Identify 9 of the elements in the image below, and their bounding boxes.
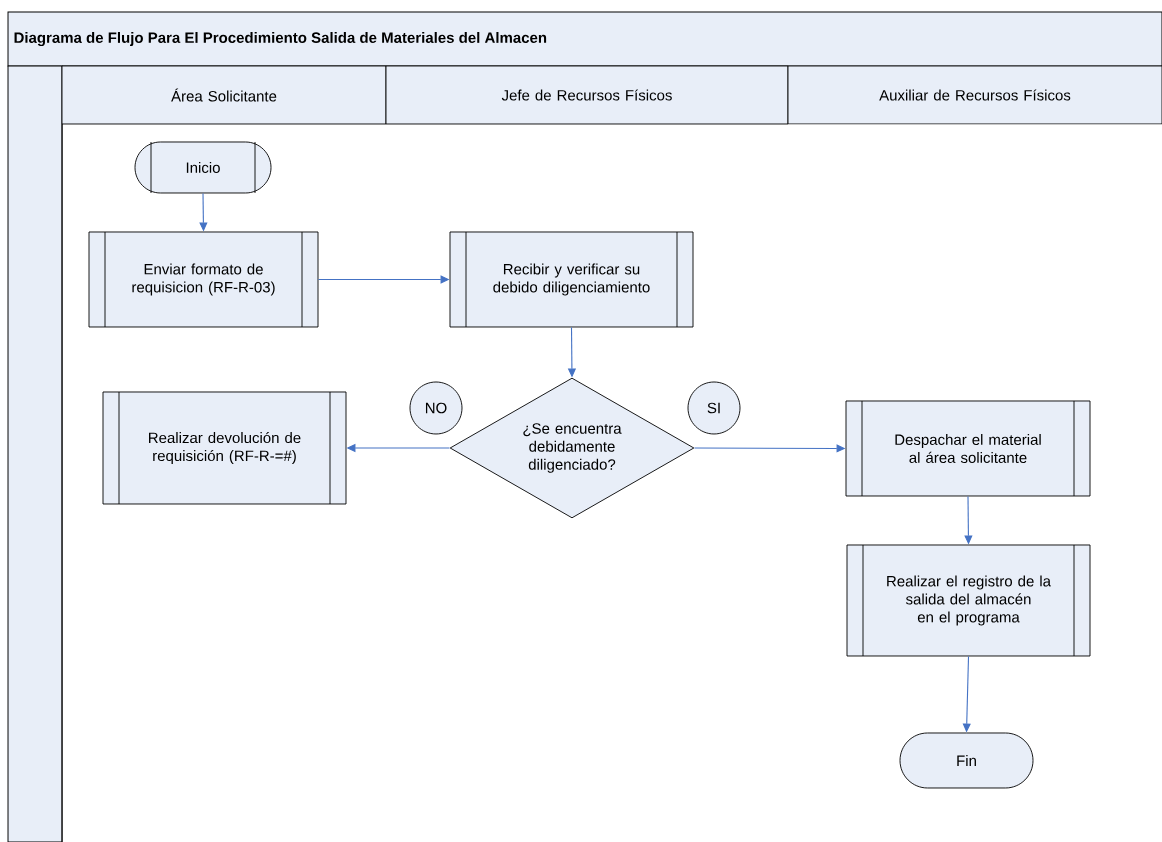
lane-header: Área Solicitante [61,65,387,125]
process-box: Recibir y verificar su debido diligenciamiento [449,231,694,328]
lane-header: Auxiliar de Recursos Físicos [787,65,1162,125]
process-box: Enviar formato de requisicion (RF-R-03) [88,231,319,328]
diagram-title: Diagrama de Flujo Para El Procedimiento Salida de Materiales del Almacen [14,31,547,47]
process-box: Realizar devolución de requisición (RF-R-=#) [102,391,347,505]
process-box: Despachar el material al área solicitante [845,400,1091,497]
process-box: Realizar el registro de la salida del almacén en el programa [846,544,1091,657]
lane-header: Jefe de Recursos Físicos [385,65,789,125]
